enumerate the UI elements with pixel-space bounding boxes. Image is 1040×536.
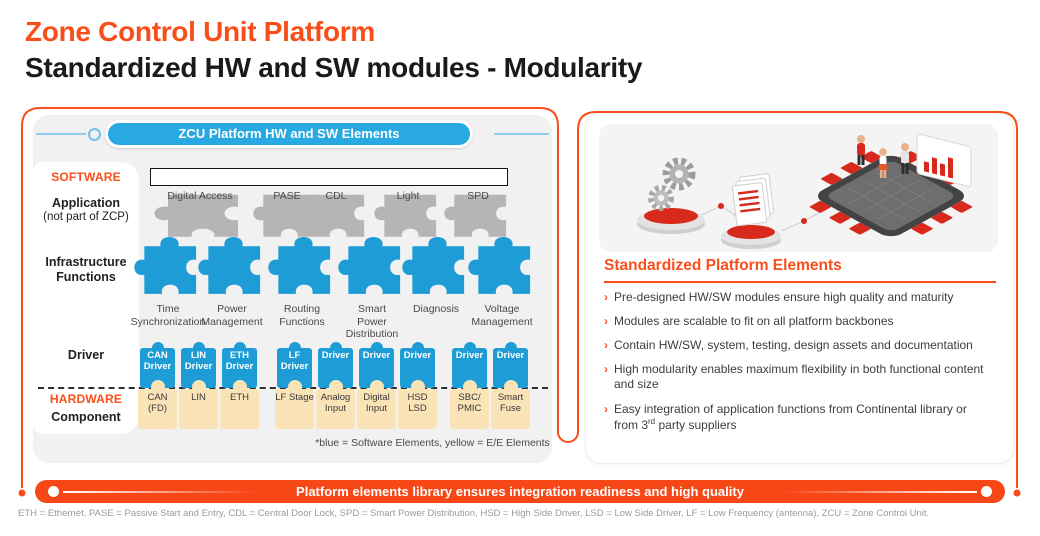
- banner-dot-right: [981, 486, 992, 497]
- infrastructure-layer-label: Infrastructure Functions: [45, 255, 127, 284]
- application-module-label: Light: [396, 190, 420, 202]
- heading-underline: [604, 281, 996, 283]
- hardware-module: Analog Input: [316, 380, 355, 429]
- banner-line-left: [63, 490, 258, 493]
- list-item: ›Easy integration of application functio…: [604, 401, 967, 432]
- infrastructure-module-label: Routing Functions: [279, 303, 325, 328]
- infrastructure-module-piece: [402, 237, 465, 294]
- hardware-module: HSD LSD: [398, 380, 437, 429]
- software-layer-label: SOFTWARE: [51, 170, 121, 184]
- hardware-module: Smart Fuse: [491, 380, 530, 429]
- hardware-module: LF Stage: [275, 380, 314, 429]
- hardware-module: CAN (FD): [138, 380, 177, 429]
- list-item: ›Pre-designed HW/SW modules ensure high …: [604, 290, 954, 304]
- pill-connector-node: [88, 128, 101, 141]
- page-title: Zone Control Unit Platform: [25, 16, 375, 47]
- infrastructure-module-label: Power Management: [201, 303, 263, 328]
- color-legend-note: *blue = Software Elements, yellow = E/E …: [315, 437, 550, 449]
- banner-dot-left: [48, 486, 59, 497]
- pill-connector-left: [36, 133, 86, 135]
- infrastructure-module-label: Smart Power Distribution: [345, 303, 399, 341]
- chevron-bullet-icon: ›: [604, 290, 608, 304]
- hardware-module: ETH: [220, 380, 259, 429]
- chevron-bullet-icon: ›: [604, 362, 608, 377]
- bottom-banner: Platform elements library ensures integr…: [35, 480, 1005, 503]
- banner-text: Platform elements library ensures integr…: [296, 484, 744, 499]
- page-subtitle: Standardized HW and SW modules - Modular…: [25, 52, 643, 83]
- standardized-elements-card: Standardized Platform Elements ›Pre-desi…: [585, 112, 1014, 464]
- zcu-panel-header-pill: ZCU Platform HW and SW Elements: [105, 120, 473, 148]
- infrastructure-module-piece: [338, 237, 401, 294]
- application-module-label: Digital Access: [167, 190, 233, 202]
- hardware-module: Digital Input: [357, 380, 396, 429]
- application-layer-note: (not part of ZCP): [43, 211, 129, 223]
- gears-icon: [637, 157, 705, 234]
- infrastructure-module-piece: [198, 237, 261, 294]
- banner-line-right: [782, 490, 977, 493]
- hardware-module: SBC/ PMIC: [450, 380, 489, 429]
- list-item: ›High modularity enables maximum flexibi…: [604, 362, 984, 392]
- list-item: ›Contain HW/SW, system, testing, design …: [604, 338, 973, 353]
- chevron-bullet-icon: ›: [604, 338, 608, 353]
- application-layer-label: Application: [51, 196, 121, 210]
- infrastructure-module-piece: [468, 237, 531, 294]
- list-item: ›Modules are scalable to fit on all plat…: [604, 314, 894, 329]
- benefits-list: ›Pre-designed HW/SW modules ensure high …: [604, 290, 998, 442]
- hardware-module: LIN: [179, 380, 218, 429]
- pill-connector-right: [494, 133, 549, 135]
- application-placeholder-box: [150, 168, 508, 186]
- abbreviation-glossary: ETH = Ethernet, PASE = Passive Start and…: [18, 508, 930, 519]
- chip-platform-icon: [809, 133, 973, 237]
- chevron-bullet-icon: ›: [604, 401, 608, 416]
- driver-layer-label: Driver: [67, 348, 105, 362]
- component-layer-label: Component: [51, 410, 121, 424]
- infrastructure-module-label: Voltage Management: [471, 303, 533, 328]
- hardware-layer-label: HARDWARE: [49, 392, 123, 406]
- chevron-bullet-icon: ›: [604, 314, 608, 329]
- application-module-label: CDL: [325, 190, 347, 202]
- application-module-label: SPD: [467, 190, 489, 202]
- infrastructure-module-piece: [268, 237, 331, 294]
- infrastructure-module-piece: [134, 237, 197, 294]
- platform-illustration: [599, 124, 998, 252]
- right-panel-heading: Standardized Platform Elements: [604, 257, 842, 274]
